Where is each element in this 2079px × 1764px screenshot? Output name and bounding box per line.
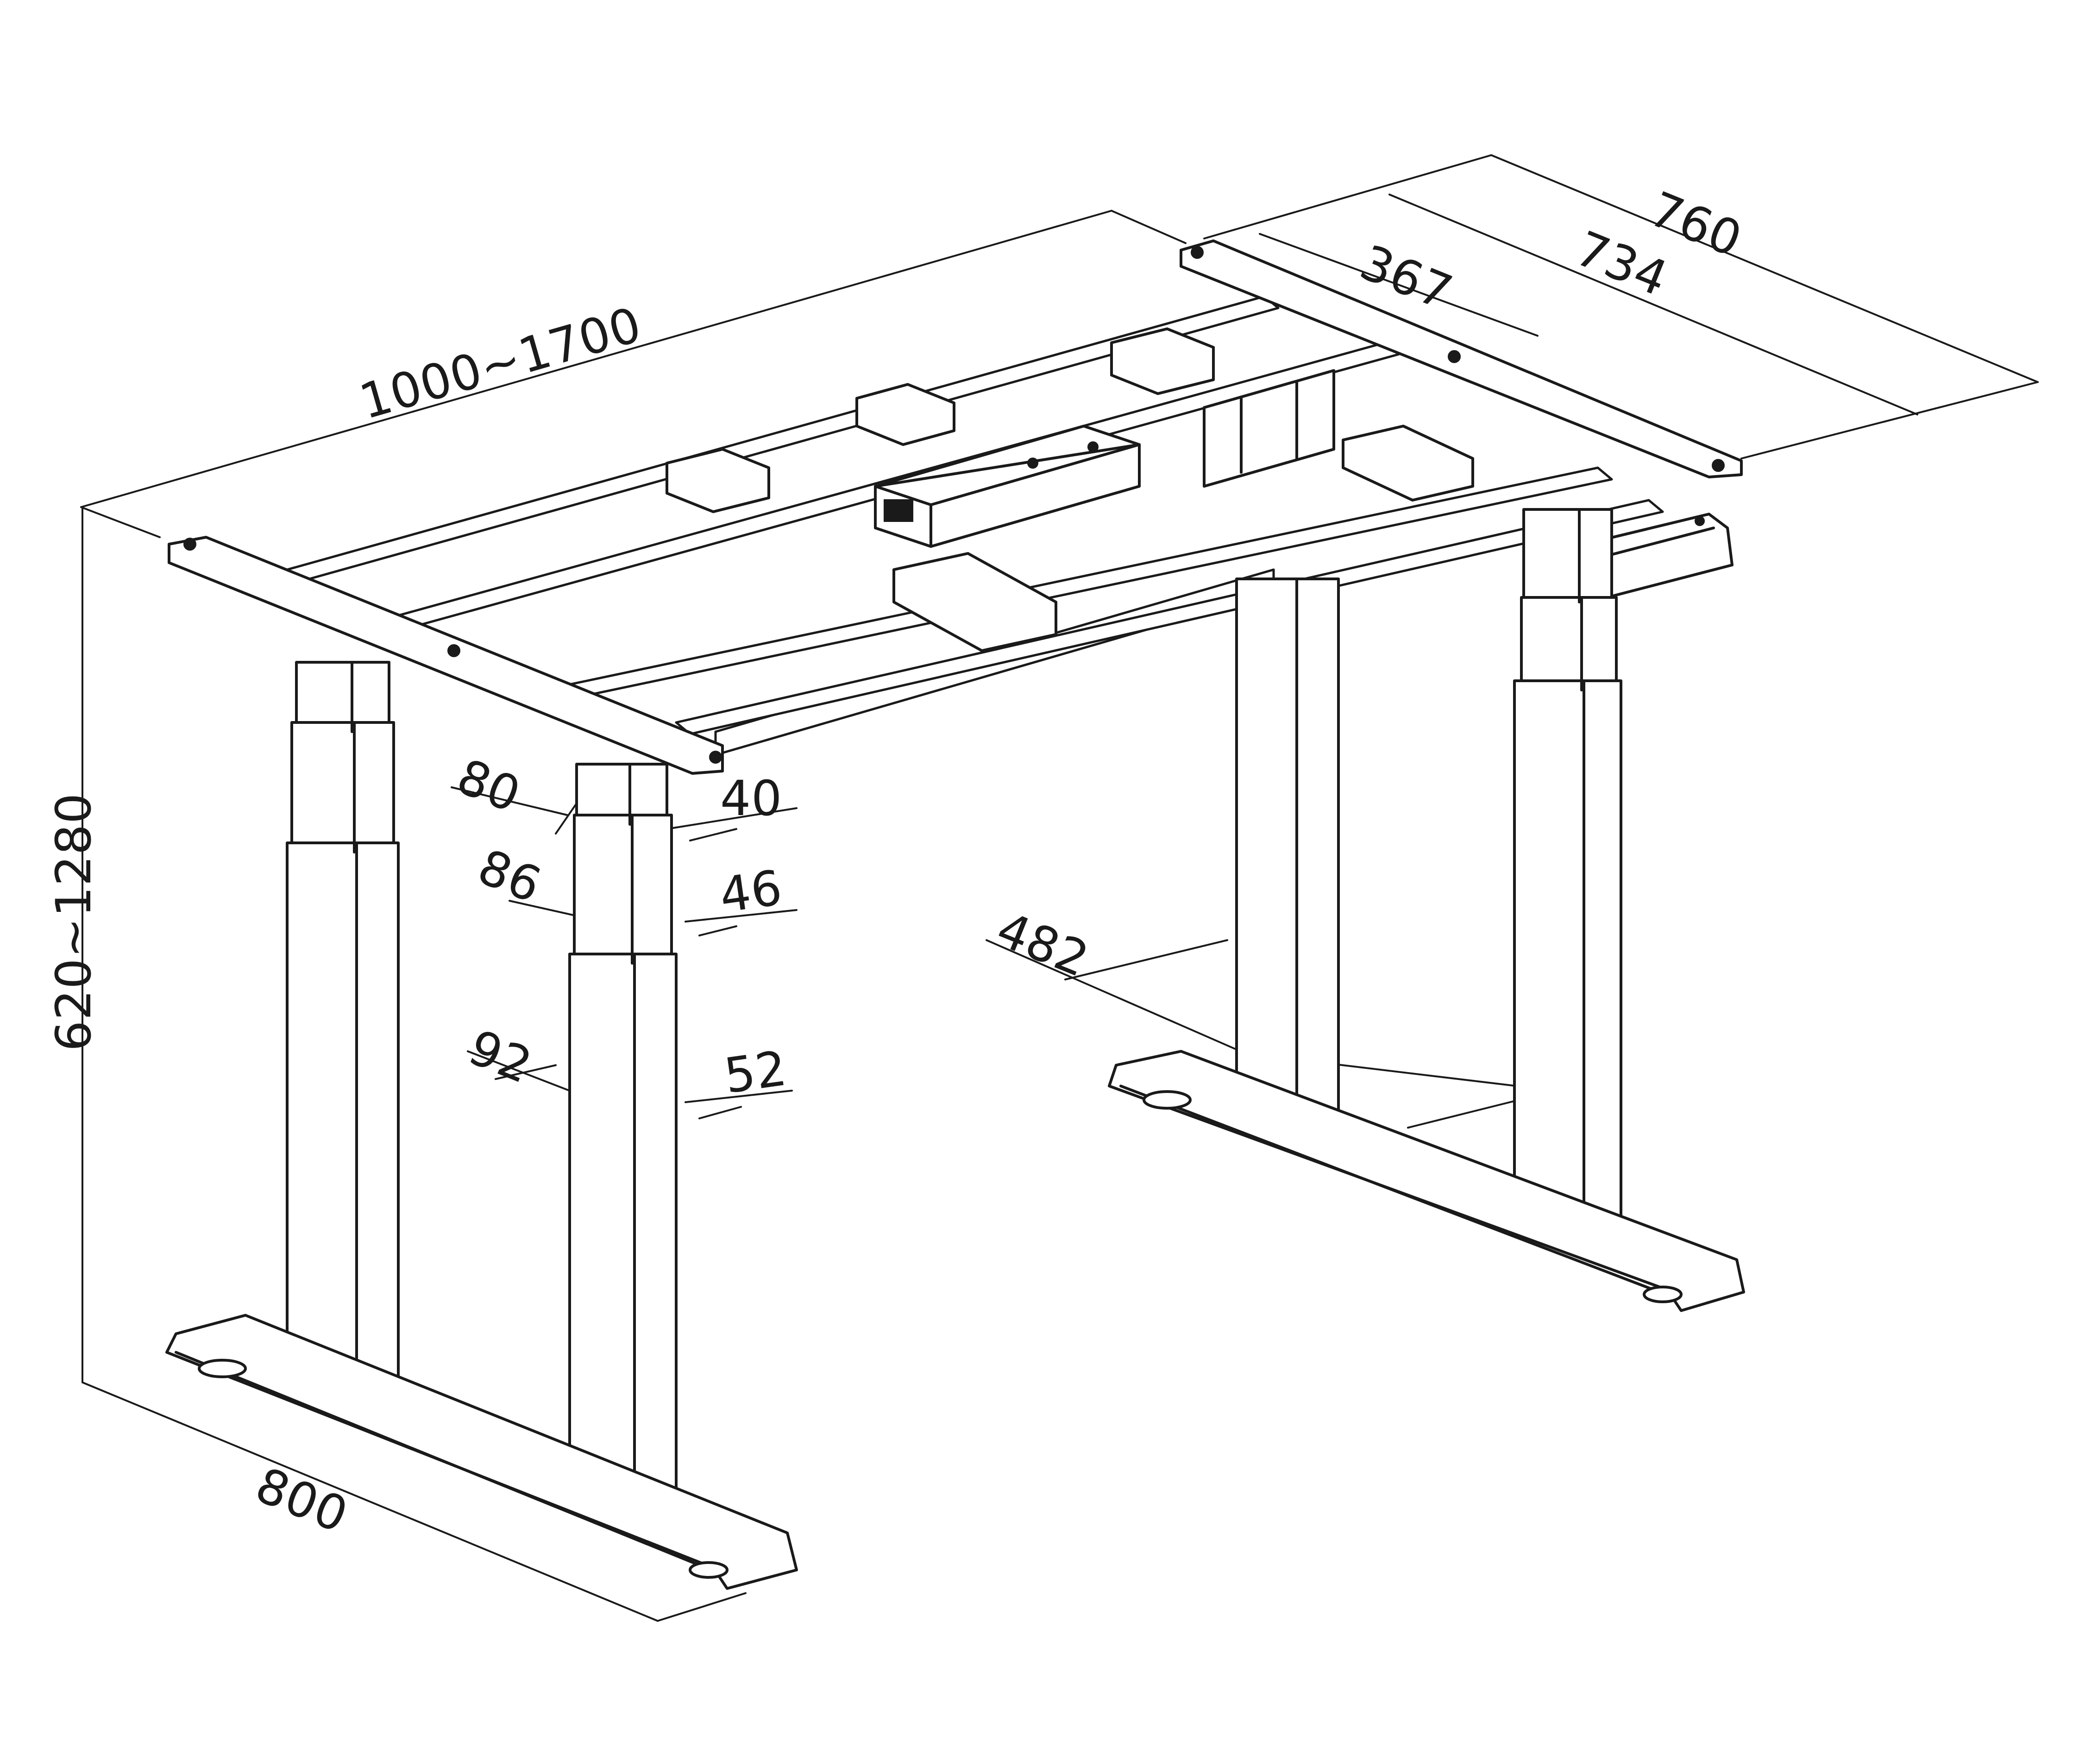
front-right-column-stage-2 [1520,596,1618,691]
rear-left-column-stage-2 [290,721,395,854]
dimension-lines [80,154,2039,1622]
top-frame [168,239,1743,775]
left-plate-screw-3 [709,751,722,764]
extension-bracket-2 [855,383,955,446]
extension-bracket-3 [892,552,1057,652]
length-label: 1000~1700 [353,296,647,430]
front-right-column-stage-3 [1513,679,1622,1233]
height-label: 620~1280 [45,793,102,1051]
rear-right-column-stage-1 [1235,578,1340,1122]
left-foot-rear-glide [198,1359,247,1378]
column-stage3-width-label: 92 [461,1019,540,1094]
column-stage2-depth-label: 46 [716,859,786,924]
foot-spacing-label: 482 [989,901,1097,988]
base-length-label: 800 [248,1456,356,1544]
front-right-column-stage-1 [1522,508,1613,603]
column-stage2-width-label: 86 [471,838,549,914]
left-foot-front-glide [689,1561,729,1579]
rear-left-column-stage-3 [286,841,400,1398]
right-top-plate [1180,239,1743,478]
control-box-port-icon [884,499,913,522]
extension-bracket-1 [666,448,770,513]
control-box [874,425,1141,548]
left-top-plate [168,536,724,775]
right-foot-front-glide [1643,1286,1683,1303]
front-left-column-stage-3 [568,953,678,1507]
right-plate-screw-1 [1191,246,1204,259]
right-foot [1108,1050,1745,1312]
right-leg-assembly [1108,508,1745,1312]
column-stage3-depth-label: 52 [721,1040,791,1105]
extension-bracket-5 [1110,327,1215,395]
right-foot-rear-glide [1143,1090,1192,1110]
right-upper-bracket [1203,369,1335,488]
left-foot [165,1314,798,1590]
left-plate-screw-1 [183,538,196,551]
column-stage1-width-label: 80 [450,748,528,823]
left-plate-screw-2 [447,644,460,657]
right-plate-screw-2 [1448,350,1461,363]
control-box-led-icon [1027,458,1038,469]
left-leg-assembly [165,661,798,1590]
column-stage1-depth-label: 40 [720,770,782,827]
extension-bracket-4 [1342,425,1474,502]
front-left-column-stage-2 [573,814,673,965]
right-plate-screw-3 [1712,459,1725,472]
